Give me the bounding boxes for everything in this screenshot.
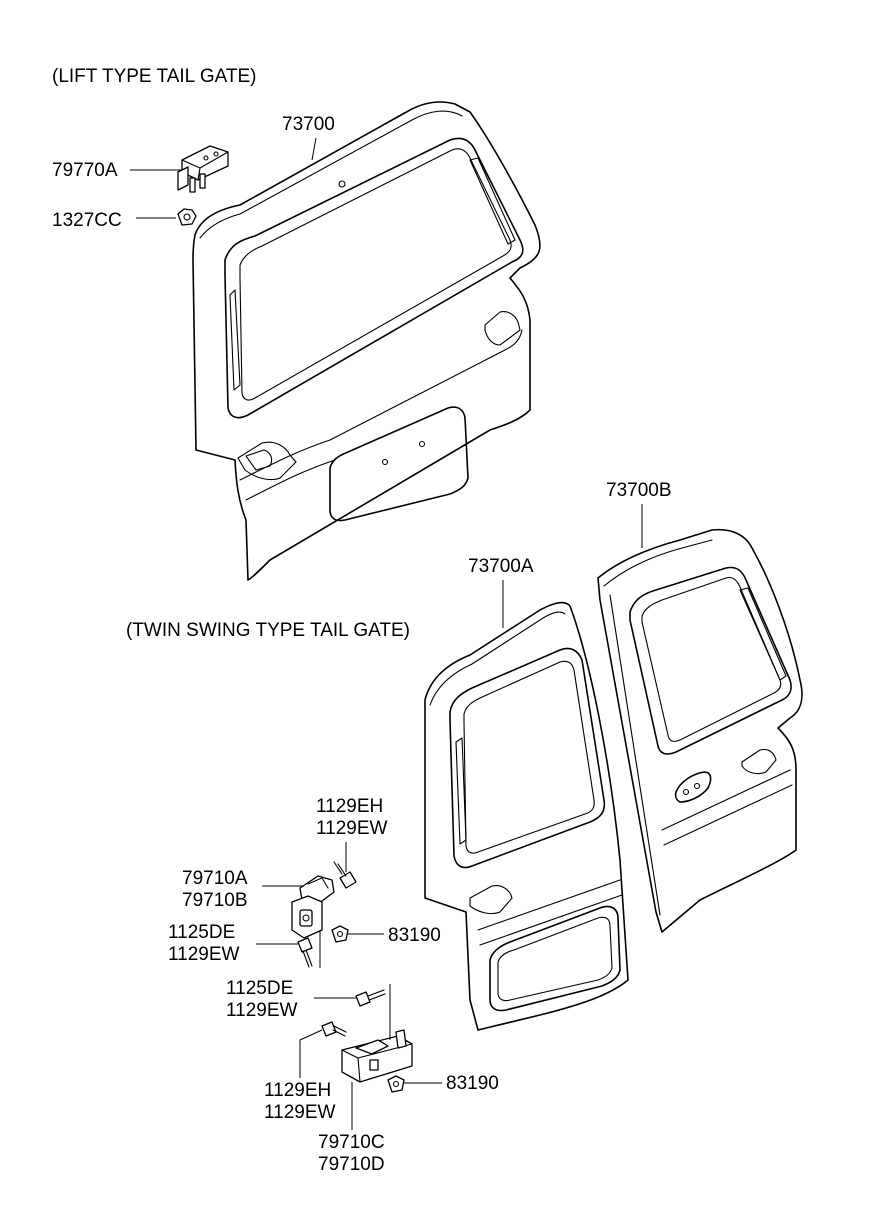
label-73700A: 73700A bbox=[468, 556, 534, 577]
label-79710D: 79710D bbox=[318, 1154, 385, 1175]
hinge-79770A bbox=[177, 145, 229, 193]
label-1129EW-lower: 1129EW bbox=[226, 1000, 298, 1021]
lift-tail-gate-drawing bbox=[192, 101, 541, 581]
clip-83190-lower bbox=[387, 1075, 405, 1093]
bolt-1129EH-lower bbox=[321, 1021, 347, 1037]
label-83190-lower: 83190 bbox=[446, 1073, 499, 1094]
label-1129EH-lower: 1129EH bbox=[264, 1080, 331, 1101]
label-79710B: 79710B bbox=[182, 890, 248, 911]
label-79770A: 79770A bbox=[52, 160, 118, 181]
lift-type-title: (LIFT TYPE TAIL GATE) bbox=[52, 66, 256, 87]
label-1125DE-lower: 1125DE bbox=[226, 978, 293, 999]
label-1125DE-upper: 1125DE bbox=[168, 922, 235, 943]
label-83190-upper: 83190 bbox=[388, 925, 441, 946]
label-1129EW-mid: 1129EW bbox=[168, 944, 240, 965]
label-1327CC: 1327CC bbox=[52, 210, 122, 231]
twin-right-door-drawing bbox=[597, 528, 803, 933]
label-79710A: 79710A bbox=[182, 868, 248, 889]
hinge-79710C bbox=[341, 1029, 413, 1083]
twin-swing-type-title: (TWIN SWING TYPE TAIL GATE) bbox=[126, 620, 410, 641]
label-1129EH-upper: 1129EH bbox=[316, 796, 383, 817]
twin-left-door-drawing bbox=[424, 601, 629, 1031]
label-1129EW-bottom: 1129EW bbox=[264, 1102, 336, 1123]
clip-83190-upper bbox=[331, 925, 349, 943]
nut-1327CC bbox=[177, 208, 197, 226]
hinge-79710A bbox=[291, 875, 335, 939]
label-73700: 73700 bbox=[282, 114, 335, 135]
label-1129EW-upper: 1129EW bbox=[316, 818, 388, 839]
label-79710C: 79710C bbox=[318, 1132, 385, 1153]
label-73700B: 73700B bbox=[606, 480, 672, 501]
bolt-1125DE-lower bbox=[355, 989, 386, 1007]
bolt-1125DE-upper bbox=[297, 937, 313, 968]
bolt-1129EH-upper bbox=[333, 861, 357, 889]
